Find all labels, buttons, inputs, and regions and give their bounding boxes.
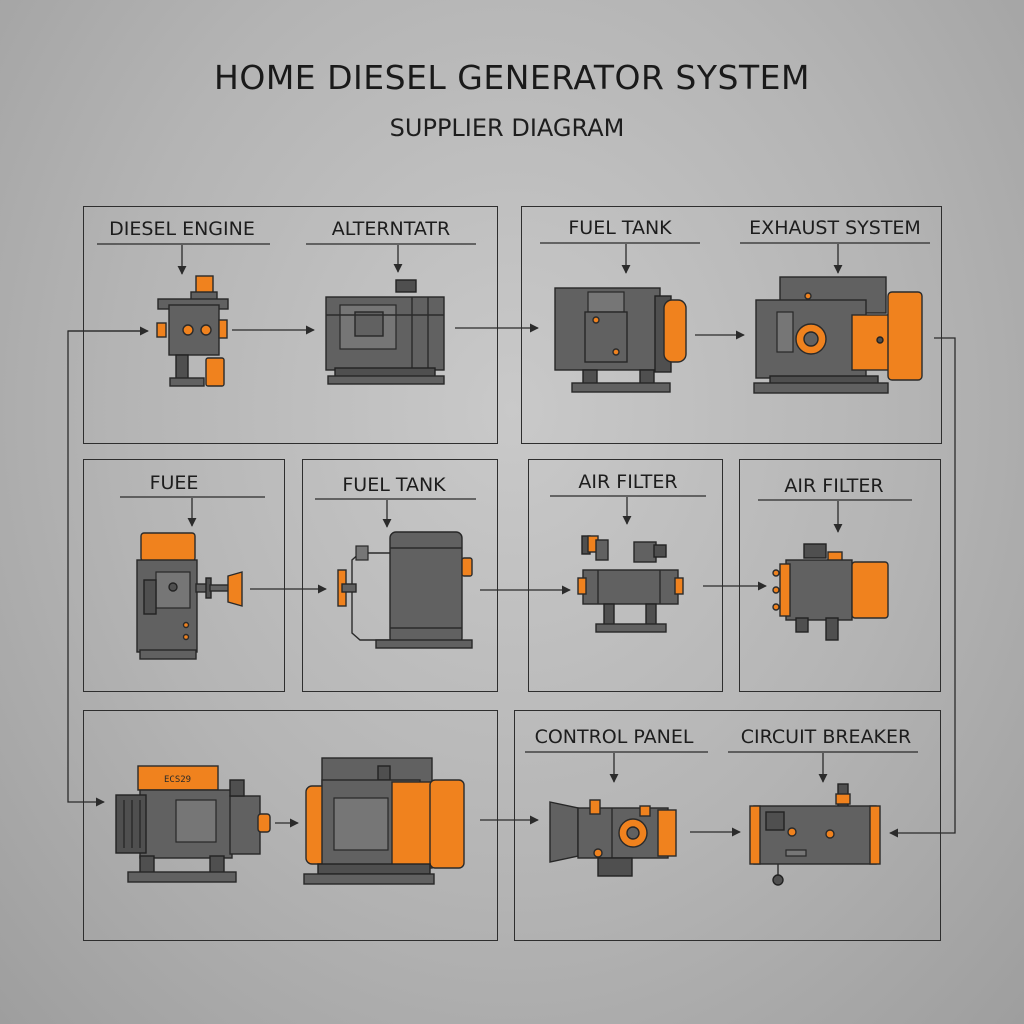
diagram-title: HOME DIESEL GENERATOR SYSTEM — [214, 58, 810, 97]
exhaust-system-icon — [753, 276, 923, 394]
panel-control-breaker — [514, 710, 941, 941]
generator-set-icon — [303, 757, 465, 885]
label-circuit-breaker: CIRCUIT BREAKER — [740, 726, 912, 748]
fuel-tank-top-icon — [554, 287, 687, 393]
diagram-subtitle: SUPPLIER DIAGRAM — [389, 114, 625, 142]
alternator-icon — [325, 279, 445, 385]
label-fuel-tank-top: FUEL TANK — [568, 217, 672, 239]
panel-motor-generator — [83, 710, 498, 941]
circuit-breaker-icon — [749, 783, 881, 886]
panel-fuel-tank — [302, 459, 498, 692]
diesel-engine-icon — [156, 275, 229, 387]
label-fuel-tank-mid: FUEL TANK — [342, 474, 446, 496]
label-control-panel: CONTROL PANEL — [534, 726, 694, 748]
air-filter-1-icon — [577, 535, 684, 633]
fuel-tank-mid-icon — [337, 531, 473, 649]
label-underlines — [97, 242, 930, 753]
label-air-filter-1: AIR FILTER — [578, 471, 678, 493]
fuee-unit-icon — [136, 532, 243, 660]
panel-fuee — [83, 459, 285, 692]
electric-motor-icon: ECS29 — [115, 765, 271, 883]
panel-fuel-exhaust — [521, 206, 942, 444]
panel-engine-alternator — [83, 206, 498, 444]
label-alternator: ALTERNTATR — [331, 218, 451, 240]
control-panel-icon — [549, 799, 677, 877]
flow-arrows — [67, 323, 956, 838]
label-exhaust-system: EXHAUST SYSTEM — [749, 217, 921, 239]
motor-plate-text: ECS29 — [164, 775, 191, 785]
label-fuee: FUEE — [149, 472, 199, 494]
panel-air-filter-2 — [739, 459, 941, 692]
label-diesel-engine: DIESEL ENGINE — [109, 218, 255, 240]
label-pointer-arrows — [177, 244, 843, 783]
label-air-filter-2: AIR FILTER — [784, 475, 884, 497]
air-filter-2-icon — [772, 543, 889, 641]
panel-air-filter-1 — [528, 459, 723, 692]
